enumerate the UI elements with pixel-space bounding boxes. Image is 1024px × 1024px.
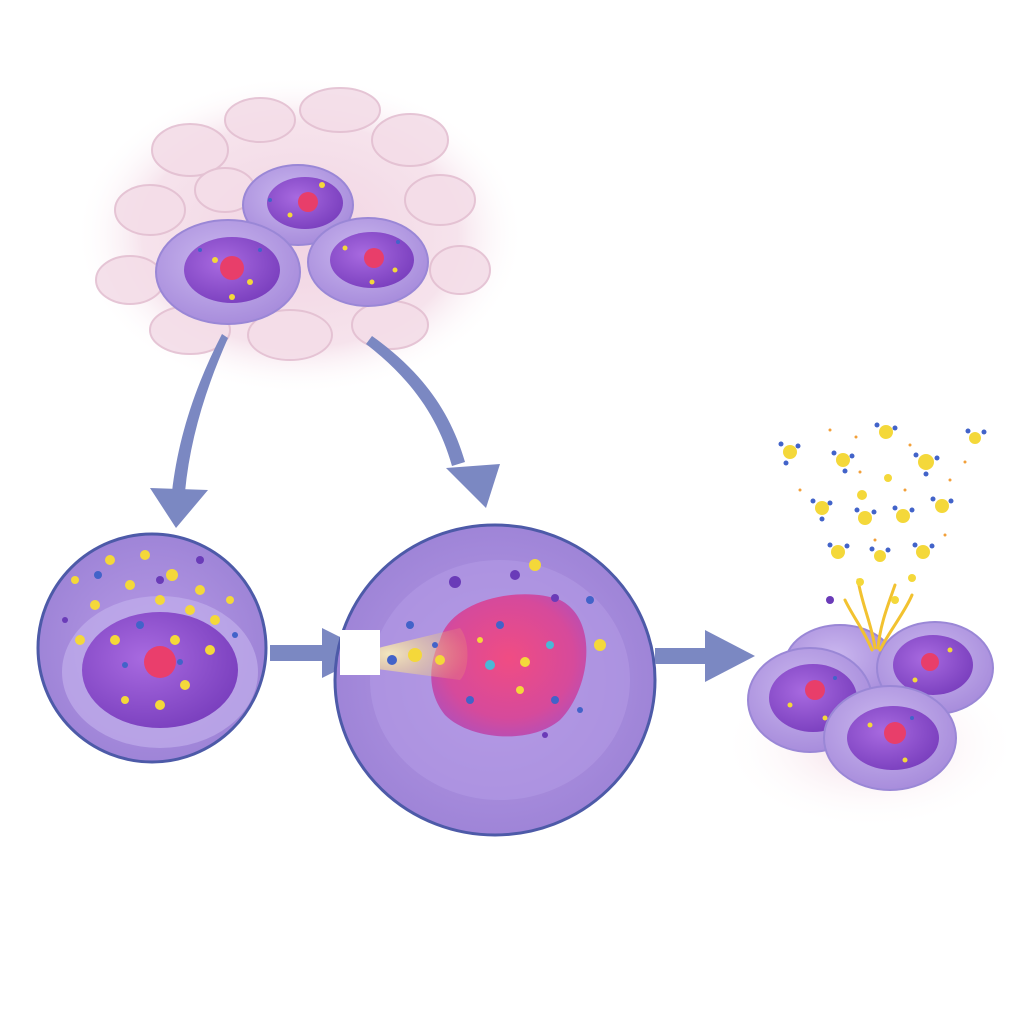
molecule-icon bbox=[912, 542, 935, 559]
molecule-icon bbox=[869, 546, 891, 562]
tissue-cluster bbox=[75, 75, 525, 395]
molecule-icon bbox=[930, 496, 954, 513]
nucleolus bbox=[921, 653, 939, 671]
granule-icon bbox=[62, 550, 238, 710]
cell-group-release bbox=[720, 422, 1020, 830]
nucleolus bbox=[144, 646, 176, 678]
molecule-icon bbox=[913, 452, 940, 477]
arrow-icon bbox=[172, 334, 228, 492]
molecule-icon bbox=[831, 450, 855, 474]
nucleolus bbox=[298, 192, 318, 212]
tissue-cells-background bbox=[95, 87, 491, 361]
molecule-icon bbox=[874, 422, 898, 439]
released-molecules bbox=[778, 422, 987, 604]
molecule-specks bbox=[798, 428, 967, 542]
arrow-tissue-to-cell bbox=[150, 334, 228, 528]
arrow-enlarged-to-release bbox=[655, 630, 755, 682]
release-stream bbox=[843, 578, 914, 652]
tissue-cell-left bbox=[155, 219, 301, 325]
arrow-head bbox=[705, 630, 755, 682]
tissue-cell-right bbox=[307, 217, 429, 307]
molecule-icon bbox=[810, 498, 833, 522]
granule-icon bbox=[387, 559, 606, 738]
single-cell-granules bbox=[36, 532, 268, 764]
arrow-head bbox=[446, 464, 500, 508]
release-cell-front bbox=[823, 685, 957, 791]
arrow-icon bbox=[366, 336, 465, 466]
nucleolus bbox=[805, 680, 825, 700]
molecule-icon bbox=[827, 542, 850, 559]
nucleolus bbox=[220, 256, 244, 280]
molecule-icon bbox=[892, 505, 915, 523]
membrane-opening bbox=[340, 630, 380, 675]
arrow-icon bbox=[655, 648, 710, 664]
arrow-tissue-to-enlarged bbox=[366, 336, 500, 508]
molecule-icon bbox=[965, 428, 987, 444]
arrow-head bbox=[150, 488, 208, 528]
nucleolus bbox=[884, 722, 906, 744]
arrow-icon bbox=[270, 645, 325, 661]
enlarged-cell-uptake bbox=[333, 523, 657, 837]
molecule-icon bbox=[826, 474, 916, 604]
molecule-icon bbox=[854, 507, 877, 525]
tissue-cell-top bbox=[242, 164, 354, 246]
molecule-icon bbox=[778, 441, 801, 466]
nucleolus bbox=[364, 248, 384, 268]
